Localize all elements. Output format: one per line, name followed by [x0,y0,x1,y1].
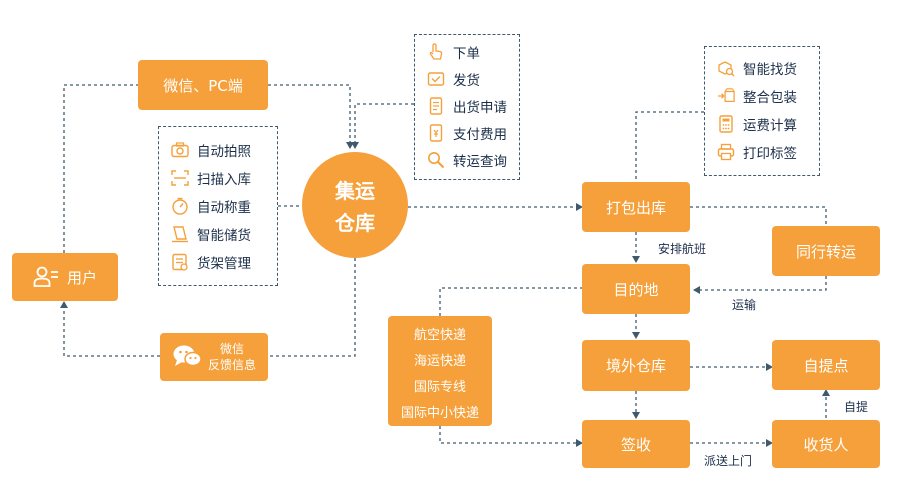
shelf-icon [171,253,189,271]
action-row: 转运查询 [427,149,507,171]
action-row: 发货 [427,68,480,90]
peer-transfer-label: 同行转运 [795,242,856,261]
action-label: 支付费用 [453,127,507,143]
camera-icon [171,141,189,159]
peer-transfer-node: 同行转运 [772,226,880,276]
feature-row: 智能储货 [171,223,251,245]
package-icon [717,87,735,105]
shipping-method-item: 国际专线 [413,380,466,395]
packing-features-panel: 智能找货 整合包装 运费计算 打印标签 [704,46,820,176]
user-icon [33,266,59,288]
packing-row: 打印标签 [717,141,797,163]
pickup-point-label: 自提点 [803,356,849,375]
pickup-point-node: 自提点 [772,340,880,390]
receiver-node: 收货人 [772,420,880,468]
action-label: 发货 [453,73,480,89]
feature-label: 智能储货 [197,228,251,244]
ship-box-icon [427,70,445,88]
action-row: 支付费用 [427,122,507,144]
edge-label-arrange-flight: 安排航班 [658,242,707,256]
feature-label: 自动拍照 [197,144,251,160]
sign-node: 签收 [582,420,690,468]
edge-feedback-to-user [60,301,160,357]
feature-label: 货架管理 [197,256,251,272]
feature-row: 货架管理 [171,251,251,273]
edge-hub-to-feedback [268,258,356,357]
client-actions-panel: 下单 发货 出货申请 支付费用 转运查询 [414,34,520,180]
destination-label: 目的地 [613,280,659,299]
packing-row: 整合包装 [717,85,797,107]
packing-label: 智能找货 [743,62,797,78]
edge-shipping-to-sign [439,426,583,447]
find-goods-icon [717,59,735,77]
packing-row: 运费计算 [717,113,797,135]
action-row: 下单 [427,41,480,63]
feedback-node: 微信 反馈信息 [160,333,268,381]
edge-label-transport: 运输 [732,298,757,312]
chat-bubbles-icon [172,344,202,370]
receiver-label: 收货人 [803,435,849,454]
shipping-method-item: 国际中小快递 [400,406,479,421]
document-icon [427,97,445,115]
overseas-warehouse-node: 境外仓库 [582,340,690,391]
packing-row: 智能找货 [717,57,797,79]
packing-label: 运费计算 [743,118,797,134]
packing-label: 整合包装 [743,90,797,106]
pack-out-node: 打包出库 [582,182,690,232]
feedback-label-line2: 反馈信息 [207,358,256,372]
feature-row: 扫描入库 [171,167,251,189]
hub-label-line1: 集运 [335,179,375,203]
action-label: 出货申请 [453,100,507,116]
magnifier-icon [427,151,445,169]
edge-label-deliver: 派送上门 [704,454,753,468]
action-label: 下单 [453,46,480,62]
scan-icon [171,169,189,187]
printer-icon [717,143,735,161]
sign-label: 签收 [620,435,651,454]
feature-row: 自动拍照 [171,139,251,161]
user-node: 用户 [12,253,118,301]
hand-pointer-icon [427,43,445,61]
calculator-icon [717,115,735,133]
edge-actions-to-hub [351,103,414,149]
edge-label-self-pickup: 自提 [844,400,869,414]
edge-peer-to-destination [693,276,827,294]
feature-label: 扫描入库 [197,172,251,188]
feature-label: 自动称重 [197,200,251,216]
hub-warehouse-node: 集运 仓库 [302,152,408,258]
destination-node: 目的地 [582,264,690,314]
action-label: 转运查询 [453,154,507,170]
scale-icon [171,197,189,215]
feature-row: 自动称重 [171,195,251,217]
edge-shipping-to-destination [439,287,582,316]
edge-weixin-to-hub [268,84,354,149]
overseas-warehouse-label: 境外仓库 [605,357,666,375]
feedback-label-line1: 微信 [219,342,244,356]
shipping-method-item: 航空快递 [413,328,466,343]
action-row: 出货申请 [427,95,507,117]
hub-label-line2: 仓库 [335,211,375,235]
weixin-pc-node: 微信、PC端 [138,60,268,110]
storage-icon [171,225,189,243]
shipping-methods-box: 航空快递 海运快递 国际专线 国际中小快递 [388,316,492,426]
payment-icon [427,124,445,142]
packing-label: 打印标签 [743,146,797,162]
shipping-method-item: 海运快递 [413,354,466,369]
pack-out-label: 打包出库 [605,198,666,217]
edge-packout-to-peer [690,206,827,226]
weixin-pc-label: 微信、PC端 [163,76,243,95]
edge-user-to-weixin [63,84,138,253]
warehouse-features-panel: 自动拍照 扫描入库 自动称重 智能储货 货架管理 [158,126,278,286]
edge-packing-to-packout [635,111,704,182]
user-label: 用户 [66,268,97,287]
